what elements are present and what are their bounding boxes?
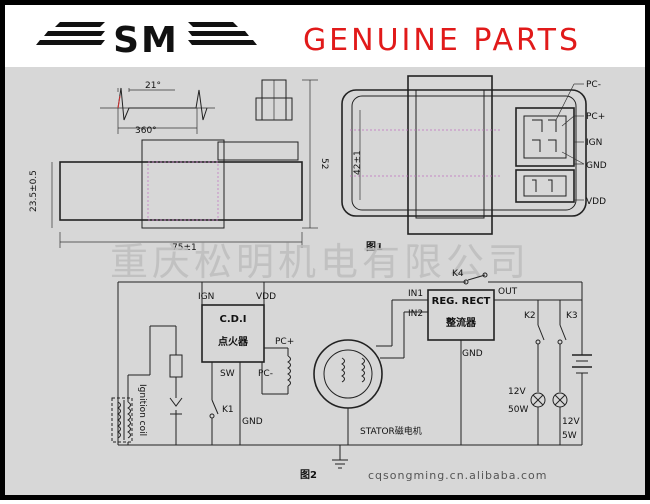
pin-ign: IGN xyxy=(586,138,602,148)
waveform-drawing: 21° 360° xyxy=(100,81,215,136)
ignition-coil-label: Ignition coil xyxy=(137,384,147,436)
width-dimension: 75±1 xyxy=(172,243,197,253)
cdi-pcplus-label: PC+ xyxy=(275,337,294,347)
header-title: GENUINE PARTS xyxy=(303,23,581,58)
reg-subtitle: 整流器 xyxy=(445,316,477,329)
cdi-sw-label: SW xyxy=(220,369,235,379)
period-label: 360° xyxy=(135,126,157,136)
cdi-title: C.D.I xyxy=(220,314,247,325)
height-dimension: 52 xyxy=(319,158,329,169)
lamp1-power: 50W xyxy=(508,405,528,415)
company-watermark: 重庆松明机电有限公司 xyxy=(110,240,530,284)
pin-pc-minus: PC- xyxy=(586,80,601,90)
reg-title: REG. RECT xyxy=(432,296,491,307)
lamp2-voltage: 12V xyxy=(562,417,580,427)
lamp1-voltage: 12V xyxy=(508,387,526,397)
cdi-gnd-label: GND xyxy=(242,417,263,427)
brand-logo: SM xyxy=(36,20,257,61)
top-view-drawing: 42±1 图1 xyxy=(341,75,587,253)
logo-text: SM xyxy=(113,20,179,61)
cdi-vdd-label: VDD xyxy=(256,292,276,302)
figure2-label: 图2 xyxy=(300,469,317,481)
depth-dimension: 23.5±0.5 xyxy=(29,170,39,212)
inner-dimension: 42±1 xyxy=(353,150,363,175)
reg-in1-label: IN1 xyxy=(408,289,423,299)
lamp2-power: 5W xyxy=(562,431,577,441)
connector-pins: PC- PC+ IGN GND VDD xyxy=(515,80,607,207)
k1-label: K1 xyxy=(222,405,234,415)
cdi-ign-label: IGN xyxy=(198,292,214,302)
header-strip xyxy=(5,5,645,67)
website-footer: cqsongming.cn.alibaba.com xyxy=(368,469,547,482)
stator-label: STATOR磁电机 xyxy=(360,425,422,437)
cdi-pcminus-label: PC- xyxy=(258,369,273,379)
reg-in2-label: IN2 xyxy=(408,309,423,319)
cdi-subtitle: 点火器 xyxy=(218,335,249,348)
figure1-label: 图1 xyxy=(366,241,383,253)
cdi-box xyxy=(201,304,265,363)
pin-pc-plus: PC+ xyxy=(586,112,605,122)
angle-label: 21° xyxy=(145,81,161,91)
reg-out-label: OUT xyxy=(498,287,518,297)
k4-label: K4 xyxy=(452,269,464,279)
side-view-drawing: 52 23.5±0.5 75±1 xyxy=(29,79,329,253)
reg-gnd-label: GND xyxy=(462,349,483,359)
circuit-diagram: K4 IGN VDD C.D.I 点火器 PC+ PC- SW GND K1 xyxy=(111,269,592,481)
k2-label: K2 xyxy=(524,311,536,321)
k3-label: K3 xyxy=(566,311,578,321)
pin-gnd: GND xyxy=(586,161,607,171)
pin-vdd: VDD xyxy=(586,197,606,207)
